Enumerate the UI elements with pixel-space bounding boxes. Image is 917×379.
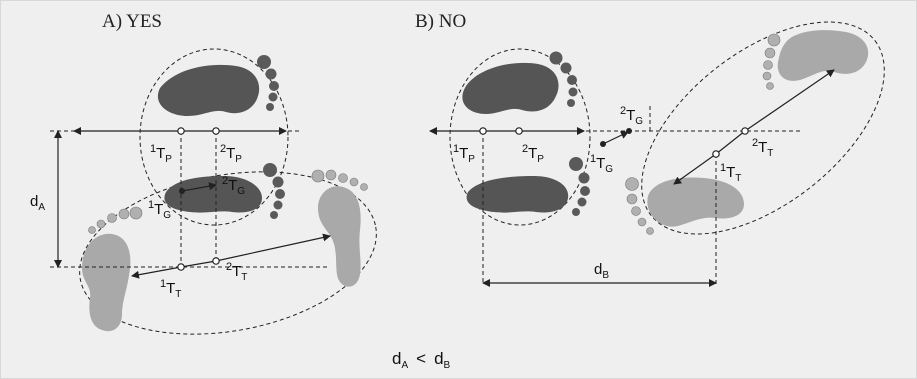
label-b-1tg: 1TG: [590, 153, 613, 175]
point-a-1tp: [178, 128, 184, 134]
point-a-2tt: [213, 258, 219, 264]
label-d-a: dA: [30, 193, 45, 213]
label-a-1tt: 1TT: [160, 278, 181, 300]
foot-b-upper: [462, 52, 577, 115]
point-a-2tp: [213, 128, 219, 134]
label-d-b: dB: [594, 261, 609, 281]
label-b-2tp: 2TP: [522, 143, 544, 165]
point-b-1tg: [600, 141, 606, 147]
arrow-a-t-left: [132, 267, 181, 276]
label-b-1tp: 1TP: [453, 143, 475, 165]
segment-b-t: [716, 131, 745, 154]
label-b-1tt: 1TT: [720, 162, 741, 184]
label-b-2tt: 2TT: [752, 137, 773, 159]
point-b-2tg: [626, 128, 632, 134]
comparison-da-lt-db: dA<dB: [392, 349, 451, 371]
point-b-2tp: [516, 128, 522, 134]
segment-a-t: [181, 261, 216, 267]
panel-a-title: A) YES: [102, 11, 162, 32]
vector-b-g: [603, 132, 628, 144]
arrow-a-t-right: [216, 236, 330, 261]
foot-b-light-upper: [763, 30, 868, 89]
foot-b-lower: [467, 157, 590, 216]
foot-a-light-left: [82, 207, 142, 331]
label-a-2tt: 2TT: [226, 261, 247, 283]
point-a-1tt: [178, 264, 184, 270]
point-b-1tt: [713, 151, 719, 157]
point-b-1tp: [480, 128, 486, 134]
foot-a-light-right: [312, 170, 368, 287]
foot-b-light-lower: [626, 178, 745, 235]
label-a-1tp: 1TP: [150, 143, 172, 165]
label-a-2tp: 2TP: [220, 143, 242, 165]
point-b-2tt: [742, 128, 748, 134]
panel-b-title: B) NO: [415, 11, 466, 32]
label-b-2tg: 2TG: [620, 105, 643, 127]
point-a-1tg: [179, 188, 185, 194]
foot-a-upper: [158, 55, 279, 116]
